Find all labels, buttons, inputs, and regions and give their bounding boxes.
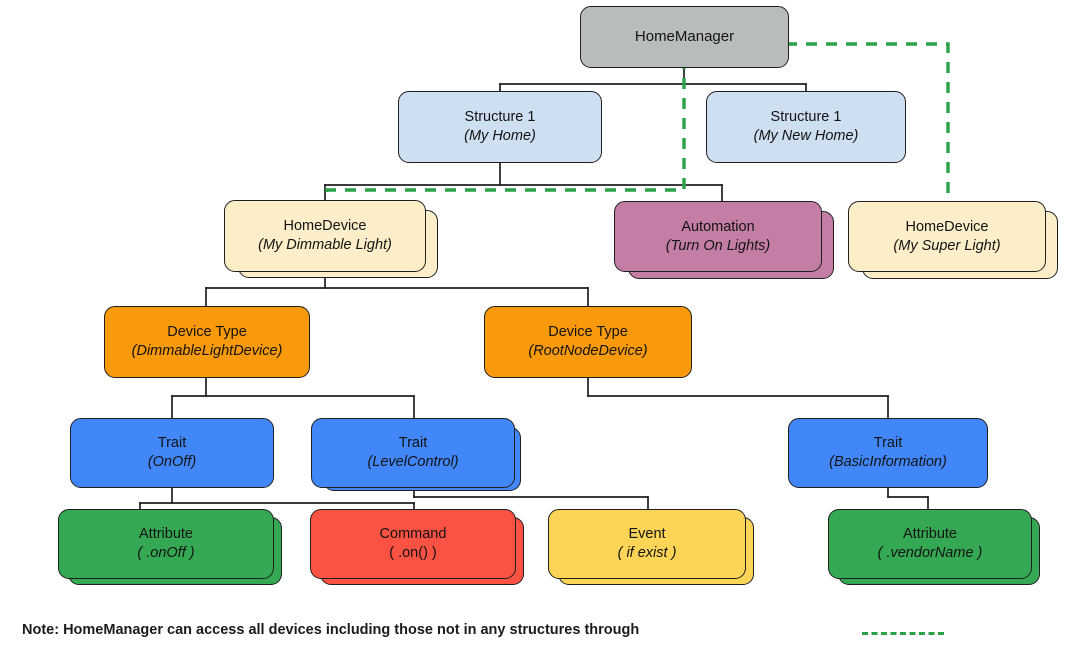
node-label-line2: (LevelControl) (367, 454, 459, 470)
node-label-line2: (DimmableLightDevice) (131, 343, 283, 359)
node-device-dimmable[interactable]: HomeDevice (My Dimmable Light) (224, 200, 426, 272)
node-label-line2: ( .onOff ) (137, 545, 195, 561)
node-label-line2: (RootNodeDevice) (528, 343, 648, 359)
node-trait-onoff[interactable]: Trait (OnOff) (70, 418, 274, 488)
node-label-line2: ( .vendorName ) (877, 545, 983, 561)
node-devicetype-rootnode[interactable]: Device Type (RootNodeDevice) (484, 306, 692, 378)
node-label-line2: (My Super Light) (893, 237, 1001, 254)
node-label-line2: (OnOff) (147, 454, 197, 470)
node-label-line2: (My New Home) (753, 128, 859, 144)
node-label-line2: ( .on() ) (389, 545, 437, 561)
node-label-line1: Trait (398, 435, 428, 452)
node-label-line1: HomeManager (634, 28, 735, 46)
node-devicetype-dimmable[interactable]: Device Type (DimmableLightDevice) (104, 306, 310, 378)
node-command-on[interactable]: Command ( .on() ) (310, 509, 516, 579)
node-label-line1: Trait (157, 435, 187, 452)
node-label-line1: Structure 1 (464, 109, 536, 126)
node-trait-levelcontrol[interactable]: Trait (LevelControl) (311, 418, 515, 488)
node-label-line2: (My Home) (464, 128, 536, 144)
node-home-manager[interactable]: HomeManager (580, 6, 789, 68)
node-label-line1: Attribute (903, 526, 957, 543)
node-attribute-onoff[interactable]: Attribute ( .onOff ) (58, 509, 274, 579)
node-device-super-light[interactable]: HomeDevice (My Super Light) (848, 201, 1046, 272)
dashed-access-to-dimmable-device (325, 58, 686, 203)
node-label-line1: Attribute (139, 526, 193, 543)
node-label-line1: HomeDevice (905, 218, 989, 235)
node-label-line2: (BasicInformation) (829, 454, 947, 470)
node-label-line2: (My Dimmable Light) (258, 237, 392, 253)
node-label-line2: ( if exist ) (617, 545, 677, 561)
node-label-line1: Structure 1 (770, 109, 842, 126)
note-legend-dashed-line (862, 632, 944, 635)
node-label-line1: Device Type (167, 324, 247, 341)
dashed-access-to-super-light (786, 42, 950, 203)
node-label-line1: Device Type (548, 324, 628, 341)
node-label-line1: Automation (681, 218, 755, 235)
node-event-ifexist[interactable]: Event ( if exist ) (548, 509, 746, 579)
node-automation[interactable]: Automation (Turn On Lights) (614, 201, 822, 272)
node-label-line1: Event (628, 526, 666, 543)
node-label-line1: Trait (873, 435, 903, 452)
node-label-line1: Command (379, 526, 447, 543)
node-structure-my-home[interactable]: Structure 1 (My Home) (398, 91, 602, 163)
node-attribute-vendorname[interactable]: Attribute ( .vendorName ) (828, 509, 1032, 579)
node-label-line1: HomeDevice (283, 218, 367, 235)
node-trait-basicinfo[interactable]: Trait (BasicInformation) (788, 418, 988, 488)
node-structure-my-new-home[interactable]: Structure 1 (My New Home) (706, 91, 906, 163)
node-label-line2: (Turn On Lights) (665, 237, 771, 254)
note-text: Note: HomeManager can access all devices… (22, 622, 640, 638)
